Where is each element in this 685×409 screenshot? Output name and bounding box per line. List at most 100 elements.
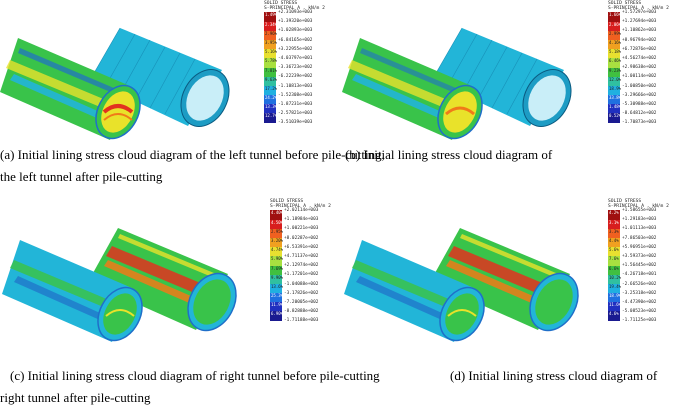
- legend-percent: 10.2%: [609, 274, 622, 280]
- legend-swatch: 2.96%: [264, 30, 277, 40]
- legend-swatch: 9.90%: [270, 274, 283, 284]
- legend-percent: 7.81%: [265, 67, 278, 73]
- legend-subtitle-a: S-PRINCIPAL A , kN/m 2: [264, 6, 325, 12]
- legend-percent: 2.95%: [271, 228, 284, 234]
- legend-value: +1.17201e+002: [284, 272, 319, 278]
- legend-percent: 5.78%: [265, 58, 278, 64]
- left-tunnel-c: [2, 240, 143, 342]
- legend-value: -1.71125e+003: [622, 318, 657, 324]
- panel-c: SOLID STRESS S-PRINCIPAL A , kN/m 2 4.40…: [0, 198, 340, 343]
- legend-percent: 3.3%: [609, 228, 619, 234]
- panel-a: SOLID STRESS S-PRINCIPAL A , kN/m 2 1.49…: [0, 0, 385, 184]
- legend-percent: 2.06%: [609, 21, 622, 27]
- legend-subtitle-c: S-PRINCIPAL A , kN/m 2: [270, 204, 331, 210]
- legend-value: -8.82888e+002: [284, 309, 319, 315]
- legend-percent: 4.40%: [271, 210, 284, 216]
- caption-d-line1: (d) Initial lining stress cloud diagram …: [450, 368, 658, 383]
- legend-swatch: 2.99%: [608, 30, 621, 40]
- legend-value: -1.70873e+003: [622, 120, 657, 126]
- legend-body-c: 4.40% 4.50% 2.95% 3.20% 4.74%5.90% 7.69%9.90%…: [270, 208, 344, 326]
- left-tunnel-d: [344, 240, 485, 342]
- legend-swatch: 3.20%: [270, 237, 284, 248]
- right-tunnel-b: [431, 27, 572, 127]
- right-tunnel-c: [88, 228, 237, 332]
- legend-percent: 13.3%: [265, 104, 278, 110]
- legend-b: SOLID STRESS S-PRINCIPAL A , kN/m 2 1.66…: [608, 1, 682, 129]
- legend-value: +1.01113e+003: [622, 226, 657, 232]
- legend-color-bar-d: 4.2%3.1%3.3%4.4%5.6%7.6%6.6%10.2%19.4%18…: [608, 210, 622, 321]
- legend-swatch: 3.3%: [608, 228, 620, 238]
- legend-value: +1.58655e+003: [622, 207, 657, 213]
- legend-percent: 3.20%: [271, 237, 284, 243]
- legend-swatch: 5.90%: [270, 256, 284, 266]
- legend-swatch: 4.50%: [270, 219, 284, 229]
- legend-percent: 19.4%: [609, 283, 622, 289]
- legend-percent: 6.90%: [271, 311, 284, 317]
- legend-percent: 6.46%: [609, 58, 622, 64]
- legend-color-bar-c: 4.40% 4.50% 2.95% 3.20% 4.74%5.90% 7.69%9.90%…: [270, 210, 284, 321]
- legend-swatch: 18.9%: [608, 85, 622, 96]
- legend-swatch: 24.2%: [264, 95, 277, 105]
- legend-swatch: 5.78%: [264, 58, 278, 68]
- caption-a: (a) Initial lining stress cloud diagram …: [0, 144, 385, 188]
- legend-swatch: 11.9%: [270, 302, 283, 312]
- legend-value: +1.10862e+003: [622, 28, 657, 34]
- legend-value: -1.04088e+002: [284, 281, 319, 287]
- legend-swatch: 7.69%: [270, 265, 283, 275]
- caption-d: (d) Initial lining stress cloud diagram …: [450, 365, 657, 387]
- legend-swatch: 17.2%: [264, 85, 277, 96]
- legend-value: +4.56274e+002: [622, 55, 657, 61]
- legend-value: +1.39320e+003: [278, 19, 313, 25]
- legend-percent: 12.7%: [265, 113, 278, 119]
- legend-swatch: 25.3%: [270, 293, 284, 303]
- legend-title-b: SOLID STRESS: [608, 1, 642, 6]
- legend-percent: 4.50%: [271, 219, 284, 225]
- legend-value: +8.96794e+002: [622, 37, 657, 43]
- legend-value: +1.18984e+003: [284, 217, 319, 223]
- legend-percent: 9.23%: [609, 67, 622, 73]
- legend-percent: 2.34%: [265, 21, 278, 27]
- legend-value: +5.96951e+002: [622, 244, 657, 250]
- legend-percent: 11.6%: [609, 302, 622, 308]
- caption-b-line1: (b) Initial lining stress cloud diagram …: [345, 147, 553, 162]
- left-tunnel-a: [0, 38, 141, 140]
- legend-percent: 25.3%: [271, 293, 284, 299]
- legend-swatch: 4.4%: [608, 237, 620, 248]
- legend-value: +1.00114e+002: [622, 74, 657, 80]
- legend-percent: 5.90%: [271, 256, 284, 262]
- legend-value: +1.00221e+003: [284, 226, 319, 232]
- legend-swatch: 0.52%: [608, 113, 621, 123]
- tunnel-model-figure-c: [2, 228, 237, 342]
- legend-swatch: 4.16%: [608, 39, 622, 50]
- legend-value: -3.29666e+002: [622, 92, 657, 98]
- legend-percent: 4.16%: [609, 39, 622, 45]
- legend-percent: 1.48%: [609, 104, 622, 110]
- legend-title-c: SOLID STRESS: [270, 199, 304, 204]
- caption-c-line2: right tunnel after pile-cutting: [0, 390, 151, 405]
- caption-c: (c) Initial lining stress cloud diagram …: [0, 365, 380, 409]
- caption-a-line1: (a) Initial lining stress cloud diagram …: [0, 147, 385, 162]
- legend-value: +7.86503e+002: [622, 235, 657, 241]
- panel-b: SOLID STRESS S-PRINCIPAL A , kN/m 2 1.66…: [340, 0, 685, 162]
- legend-swatch: 4.74%: [270, 247, 283, 257]
- legend-swatch: 13.3%: [264, 104, 278, 114]
- legend-subtitle-b: S-PRINCIPAL A , kN/m 2: [608, 6, 669, 12]
- legend-value: +2.31093e+003: [278, 9, 313, 15]
- legend-value: -6.22239e+002: [278, 74, 313, 80]
- legend-value: -1.71188e+003: [284, 318, 319, 324]
- legend-percent: 18.9%: [609, 293, 622, 299]
- legend-swatch: 5.18%: [608, 49, 621, 59]
- legend-a: SOLID STRESS S-PRINCIPAL A , kN/m 2 1.49…: [264, 1, 338, 129]
- legend-value: -3.25318e+002: [622, 290, 657, 296]
- legend-swatch: 18.9%: [608, 293, 622, 303]
- legend-value: -4.03797e+001: [278, 55, 313, 61]
- legend-title-a: SOLID STRESS: [264, 1, 298, 6]
- tunnel-model-figure-d: [344, 228, 579, 342]
- legend-percent: 3.1%: [609, 219, 619, 225]
- legend-percent: 4.4%: [609, 237, 619, 243]
- legend-value: -3.36723e+002: [278, 65, 313, 71]
- legend-percent: 18.9%: [609, 85, 622, 91]
- legend-value: -5.30988e+002: [622, 101, 657, 107]
- legend-value: +2.12974e+002: [284, 263, 319, 269]
- legend-swatch: 2.95%: [270, 228, 284, 238]
